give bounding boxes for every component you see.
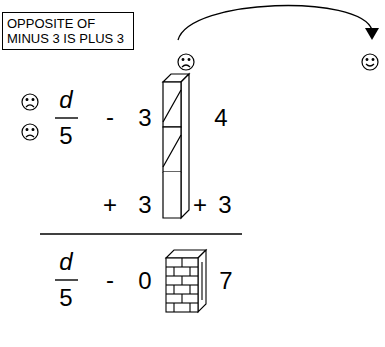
fraction-bar: [55, 279, 78, 280]
number: 4: [214, 104, 227, 132]
sum-line: [40, 233, 242, 234]
sad-face: [22, 124, 38, 140]
cube-stack: [163, 74, 189, 218]
sad-face: [22, 94, 38, 110]
fraction-bar: [55, 117, 78, 118]
operator: -: [106, 266, 114, 294]
variable: d: [59, 86, 72, 114]
number: 0: [138, 267, 151, 295]
variable: d: [59, 248, 72, 276]
brick-wall: [166, 250, 206, 312]
operator: +: [103, 191, 117, 219]
denominator: 5: [59, 122, 72, 150]
number: 3: [138, 191, 151, 219]
number: 3: [218, 191, 231, 219]
sad-face: [178, 54, 194, 70]
number: 7: [219, 267, 232, 295]
denominator: 5: [59, 284, 72, 312]
operator: +: [193, 191, 207, 219]
number: 3: [138, 104, 151, 132]
note-text: OPPOSITE OF MINUS 3 IS PLUS 3: [7, 16, 129, 46]
note-box: OPPOSITE OF MINUS 3 IS PLUS 3: [2, 12, 134, 50]
operator: -: [106, 103, 114, 131]
curved-arrow: [178, 6, 372, 40]
happy-face: [362, 54, 378, 70]
arrow-head: [365, 28, 379, 40]
